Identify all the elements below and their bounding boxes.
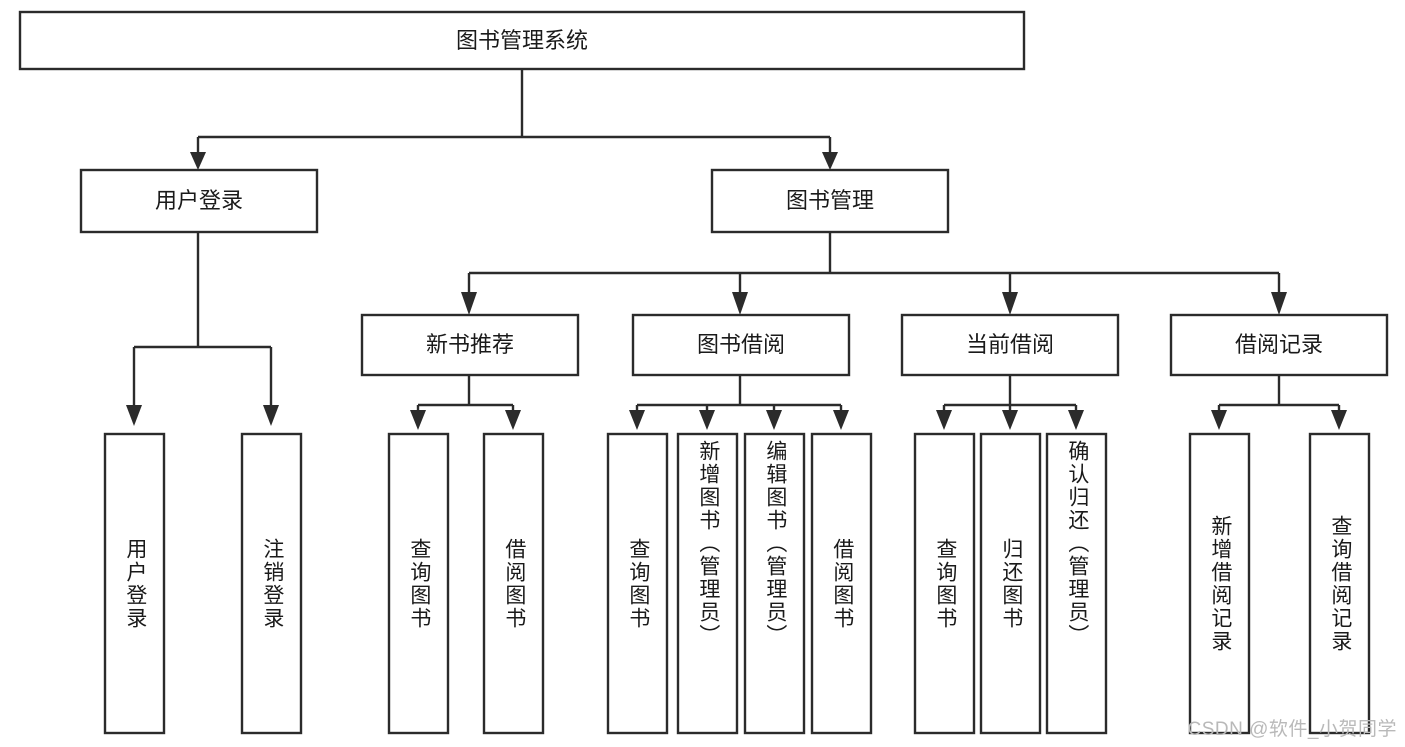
leaf-rects (103, 432, 1371, 735)
node-book-management[interactable]: 图书管理 (710, 168, 950, 234)
leaf-label-cb-confirm: 确认归还（管理员） (1065, 440, 1089, 647)
connector-bookmgmt-to-level3 (461, 232, 1287, 315)
leaf-box-br-query[interactable] (1308, 432, 1371, 735)
leaf-label-bb-borrow: 借阅图书 (830, 537, 854, 630)
node-user-login-label: 用户登录 (155, 188, 243, 213)
leaf-label-bb-edit: 编辑图书（管理员） (763, 440, 787, 647)
node-root-system[interactable]: 图书管理系统 (18, 10, 1026, 71)
leaf-box-cb-query[interactable] (913, 432, 976, 735)
leaf-box-logout[interactable] (240, 432, 303, 735)
node-borrow-record-label: 借阅记录 (1235, 332, 1323, 357)
leaf-box-cb-return[interactable] (979, 432, 1042, 735)
leaf-label-bb-add: 新增图书（管理员） (696, 440, 720, 647)
node-book-borrow[interactable]: 图书借阅 (631, 313, 851, 377)
leaf-label-br-query: 查询借阅记录 (1328, 514, 1352, 653)
node-borrow-record[interactable]: 借阅记录 (1169, 313, 1389, 377)
leaf-box-nb-query[interactable] (387, 432, 450, 735)
leaf-label-logout: 注销登录 (260, 537, 284, 630)
leaf-box-user-login[interactable] (103, 432, 166, 735)
leaf-box-cb-confirm[interactable] (1045, 432, 1108, 735)
node-current-borrow-label: 当前借阅 (966, 332, 1054, 357)
leaf-box-bb-add[interactable] (676, 432, 739, 735)
leaf-box-bb-borrow[interactable] (810, 432, 873, 735)
csdn-watermark: CSDN @软件_小贺同学 (1187, 719, 1397, 740)
connector-userlogin-to-leaves (126, 232, 279, 426)
connector-bookborrow-to-leaves (629, 375, 849, 430)
leaf-label-cb-query: 查询图书 (933, 537, 957, 630)
node-book-borrow-label: 图书借阅 (697, 332, 785, 357)
connector-newbook-to-leaves (410, 375, 521, 430)
leaf-box-br-add[interactable] (1188, 432, 1251, 735)
leaf-label-user-login: 用户登录 (123, 537, 147, 630)
node-user-login[interactable]: 用户登录 (79, 168, 319, 234)
node-book-management-label: 图书管理 (786, 188, 874, 213)
leaf-label-nb-borrow: 借阅图书 (502, 537, 526, 630)
leaf-label-nb-query: 查询图书 (407, 537, 431, 630)
node-root-label: 图书管理系统 (456, 28, 588, 53)
leaf-label-cb-return: 归还图书 (999, 537, 1023, 630)
node-new-book-recommend[interactable]: 新书推荐 (360, 313, 580, 377)
leaf-box-nb-borrow[interactable] (482, 432, 545, 735)
connector-currentborrow-to-leaves (936, 375, 1084, 430)
node-new-book-recommend-label: 新书推荐 (426, 332, 514, 357)
leaf-label-br-add: 新增借阅记录 (1208, 514, 1232, 653)
connector-root-to-level2 (190, 69, 838, 170)
connector-borrowrecord-to-leaves (1211, 375, 1347, 430)
node-current-borrow[interactable]: 当前借阅 (900, 313, 1120, 377)
leaf-box-bb-edit[interactable] (743, 432, 806, 735)
leaf-box-bb-query[interactable] (606, 432, 669, 735)
leaf-label-bb-query: 查询图书 (626, 537, 650, 630)
